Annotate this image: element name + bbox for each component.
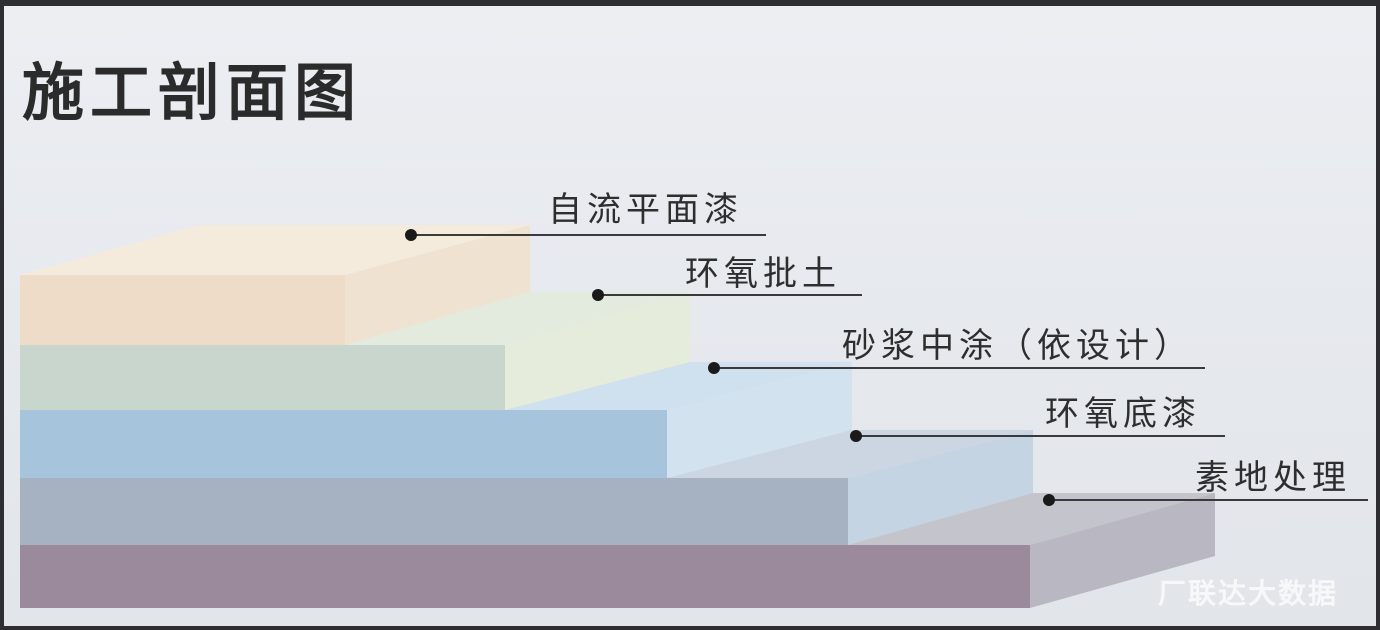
primer-leader-dot (850, 430, 862, 442)
mortar-label: 砂浆中涂（依设计） (842, 326, 1193, 366)
putty-layer-front (20, 345, 505, 410)
watermark: 厂联达大数据 (1158, 577, 1339, 610)
topcoat-layer-front (20, 275, 345, 345)
base-leader-dot (1043, 494, 1055, 506)
base-label: 素地处理 (1195, 458, 1351, 498)
topcoat-leader-dot (405, 229, 417, 241)
mortar-layer-side (667, 362, 852, 478)
mortar-leader-dot (708, 362, 720, 374)
topcoat-layer-top (20, 225, 530, 275)
putty-label: 环氧批土 (685, 254, 841, 294)
putty-leader-dot (592, 289, 604, 301)
base-layer-side (1030, 493, 1215, 608)
page-title: 施工剖面图 (22, 56, 363, 129)
putty-layer-side (505, 292, 690, 410)
primer-label: 环氧底漆 (1045, 394, 1201, 434)
primer-layer-front (20, 478, 848, 545)
topcoat-layer-side (345, 225, 530, 345)
base-layer-front (20, 545, 1030, 608)
topcoat-label: 自流平面漆 (548, 190, 743, 230)
primer-layer-side (848, 430, 1033, 545)
mortar-layer-front (20, 410, 667, 478)
